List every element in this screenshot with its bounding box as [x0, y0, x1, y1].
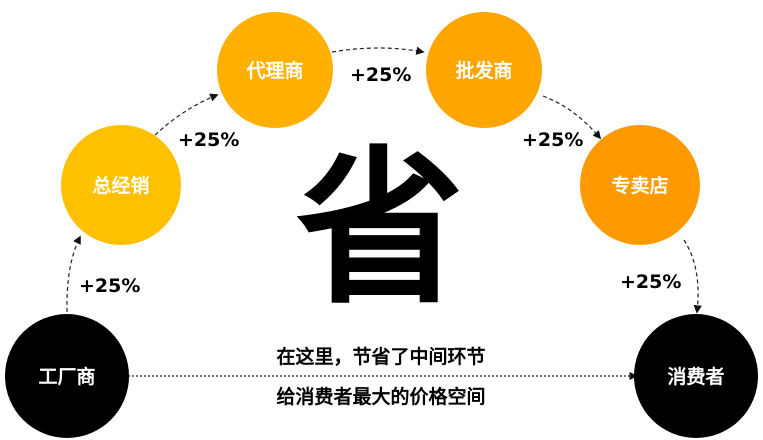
arrow-agent-to-wholesaler [331, 46, 425, 55]
arrow-store-to-consumer [683, 239, 702, 314]
markup-factory-to-distributor: +25% [79, 275, 140, 297]
node-consumer-circle [634, 314, 758, 438]
node-distributor-label: 总经销 [92, 174, 149, 197]
center-character: 省 [296, 131, 464, 327]
node-consumer-label: 消费者 [667, 365, 724, 388]
node-agent-label: 代理商 [245, 59, 303, 82]
node-wholesaler-label: 批发商 [455, 59, 512, 82]
node-store: 专卖店 [580, 125, 700, 245]
markup-distributor-to-agent: +25% [178, 129, 239, 151]
node-store-label: 专卖店 [611, 174, 668, 197]
markup-wholesaler-to-store: +25% [522, 129, 583, 151]
node-agent: 代理商 [217, 12, 333, 128]
node-agent-circle [217, 12, 333, 128]
node-distributor-circle [61, 125, 181, 245]
node-distributor: 总经销 [61, 125, 181, 245]
arrow-factory-to-distributor [66, 235, 81, 313]
node-factory-label: 工厂商 [38, 365, 95, 388]
node-store-circle [580, 125, 700, 245]
arrow-wholesaler-to-store [542, 95, 602, 140]
markup-agent-to-wholesaler: +25% [350, 64, 411, 86]
caption-line-1: 在这里，节省了中间环节 [276, 345, 485, 368]
markup-store-to-consumer: +25% [620, 271, 681, 293]
node-factory-circle [5, 314, 129, 438]
node-wholesaler-circle [426, 12, 542, 128]
node-factory: 工厂商 [5, 314, 129, 438]
node-consumer: 消费者 [634, 314, 758, 438]
caption-line-2: 给消费者最大的价格空间 [276, 385, 485, 408]
arrow-distributor-to-agent [149, 93, 219, 141]
node-wholesaler: 批发商 [426, 12, 542, 128]
